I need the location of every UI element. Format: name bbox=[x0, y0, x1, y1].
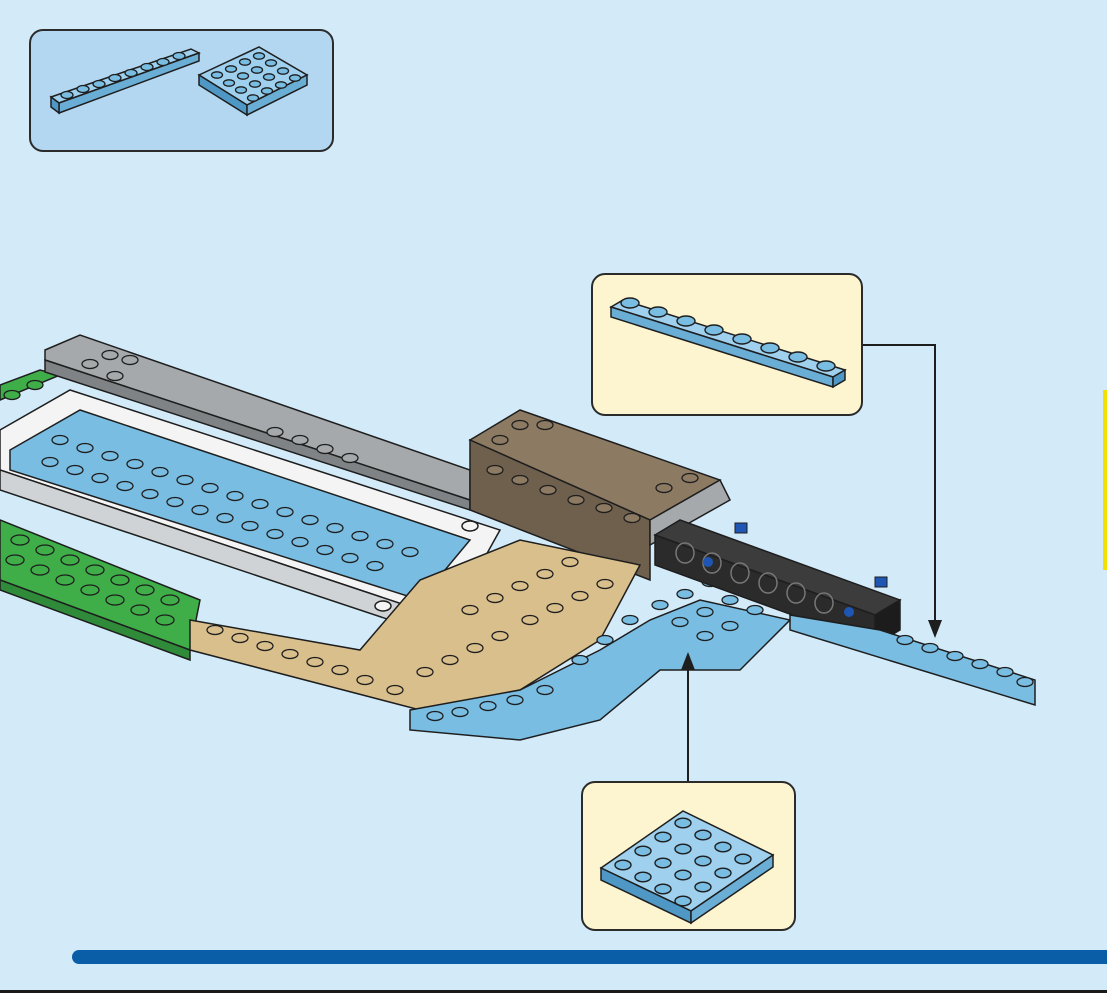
callout-plate-4x4-art bbox=[583, 783, 794, 929]
callout-plate-1x8-art bbox=[593, 275, 861, 414]
callout-plate-4x4 bbox=[581, 781, 796, 931]
arrow-head-down bbox=[928, 620, 942, 638]
plate-1x8-placed bbox=[790, 615, 1035, 705]
page-edge-accent bbox=[1103, 390, 1107, 570]
callout-plate-1x8 bbox=[591, 273, 863, 416]
progress-bar bbox=[72, 950, 1107, 964]
